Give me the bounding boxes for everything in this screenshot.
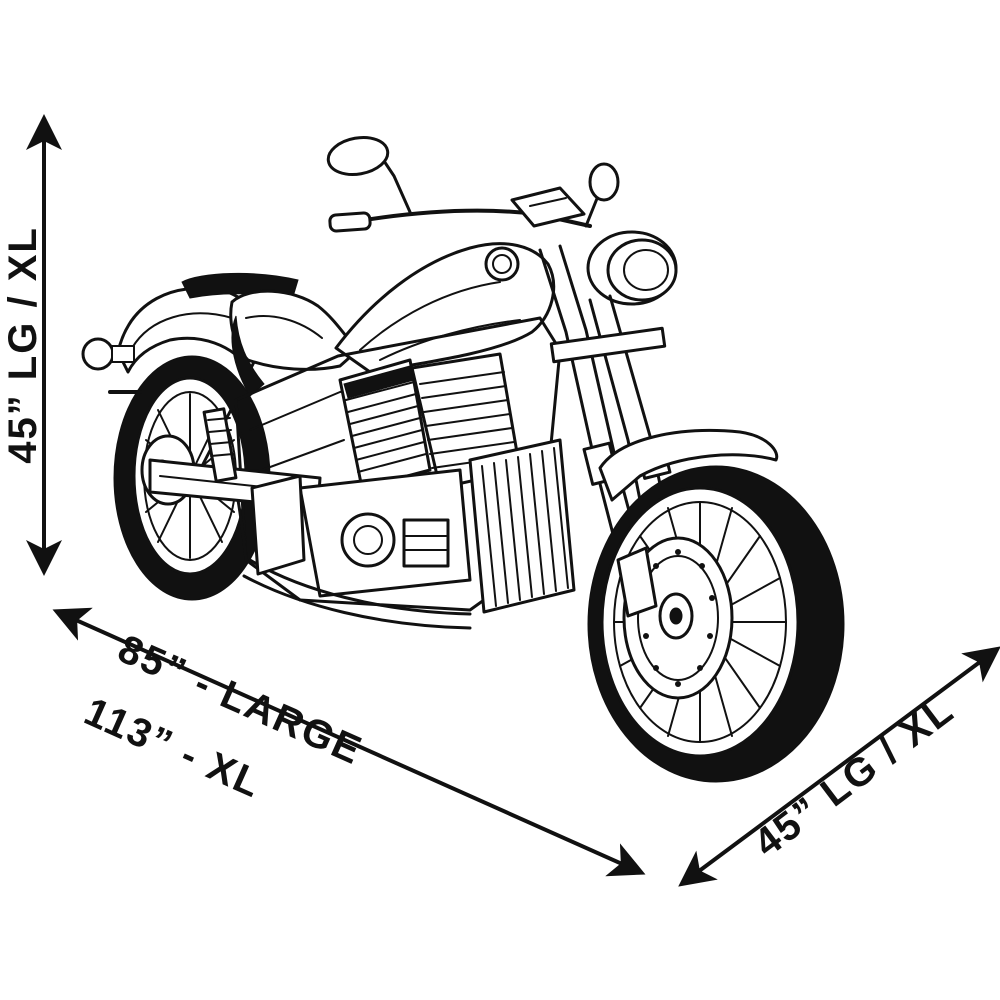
length-dimension: 85” - LARGE 113” - XL <box>52 607 646 877</box>
front-fender <box>598 429 779 502</box>
handlebars <box>326 136 620 233</box>
engine <box>298 352 522 598</box>
taillight <box>81 337 142 394</box>
seat <box>229 289 360 397</box>
front-wheel <box>587 465 845 783</box>
motorcycle-illustration <box>81 136 845 783</box>
length-arrow <box>52 607 646 877</box>
exhaust <box>242 474 472 630</box>
fuel-tank <box>334 242 556 374</box>
headlight <box>586 230 678 306</box>
width-arrow <box>678 646 1000 887</box>
radiator <box>468 438 576 614</box>
height-dimension: 45” LG / XL <box>1 114 63 576</box>
height-label: 45” LG / XL <box>1 226 45 464</box>
